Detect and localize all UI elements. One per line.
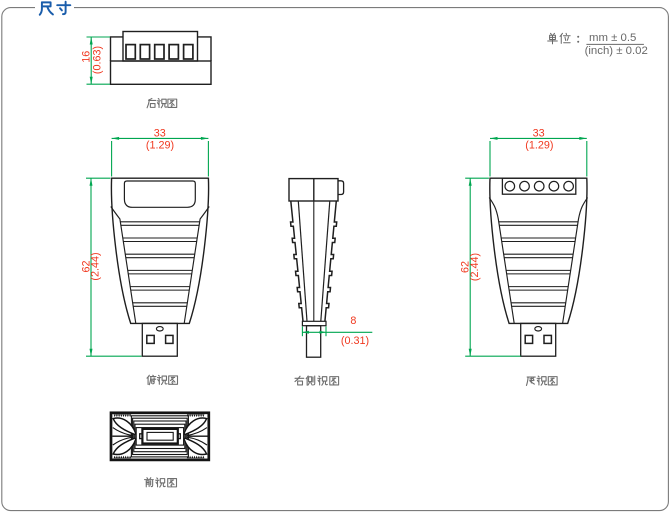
svg-text:16: 16 bbox=[81, 51, 93, 63]
svg-text:(0.63): (0.63) bbox=[91, 46, 103, 74]
svg-text:(1.29): (1.29) bbox=[525, 139, 553, 151]
svg-text:33: 33 bbox=[154, 128, 166, 140]
svg-text:(1.29): (1.29) bbox=[146, 139, 174, 151]
svg-text:62: 62 bbox=[460, 261, 472, 273]
svg-text:62: 62 bbox=[80, 260, 92, 272]
svg-text:(0.31): (0.31) bbox=[341, 335, 369, 347]
svg-text:33: 33 bbox=[533, 128, 545, 140]
svg-text:(2.44): (2.44) bbox=[469, 253, 481, 281]
svg-text:mm ± 0.5: mm ± 0.5 bbox=[589, 32, 636, 44]
svg-text:8: 8 bbox=[350, 315, 356, 327]
svg-text:(2.44): (2.44) bbox=[90, 252, 102, 280]
svg-text:(inch) ± 0.02: (inch) ± 0.02 bbox=[585, 45, 648, 57]
